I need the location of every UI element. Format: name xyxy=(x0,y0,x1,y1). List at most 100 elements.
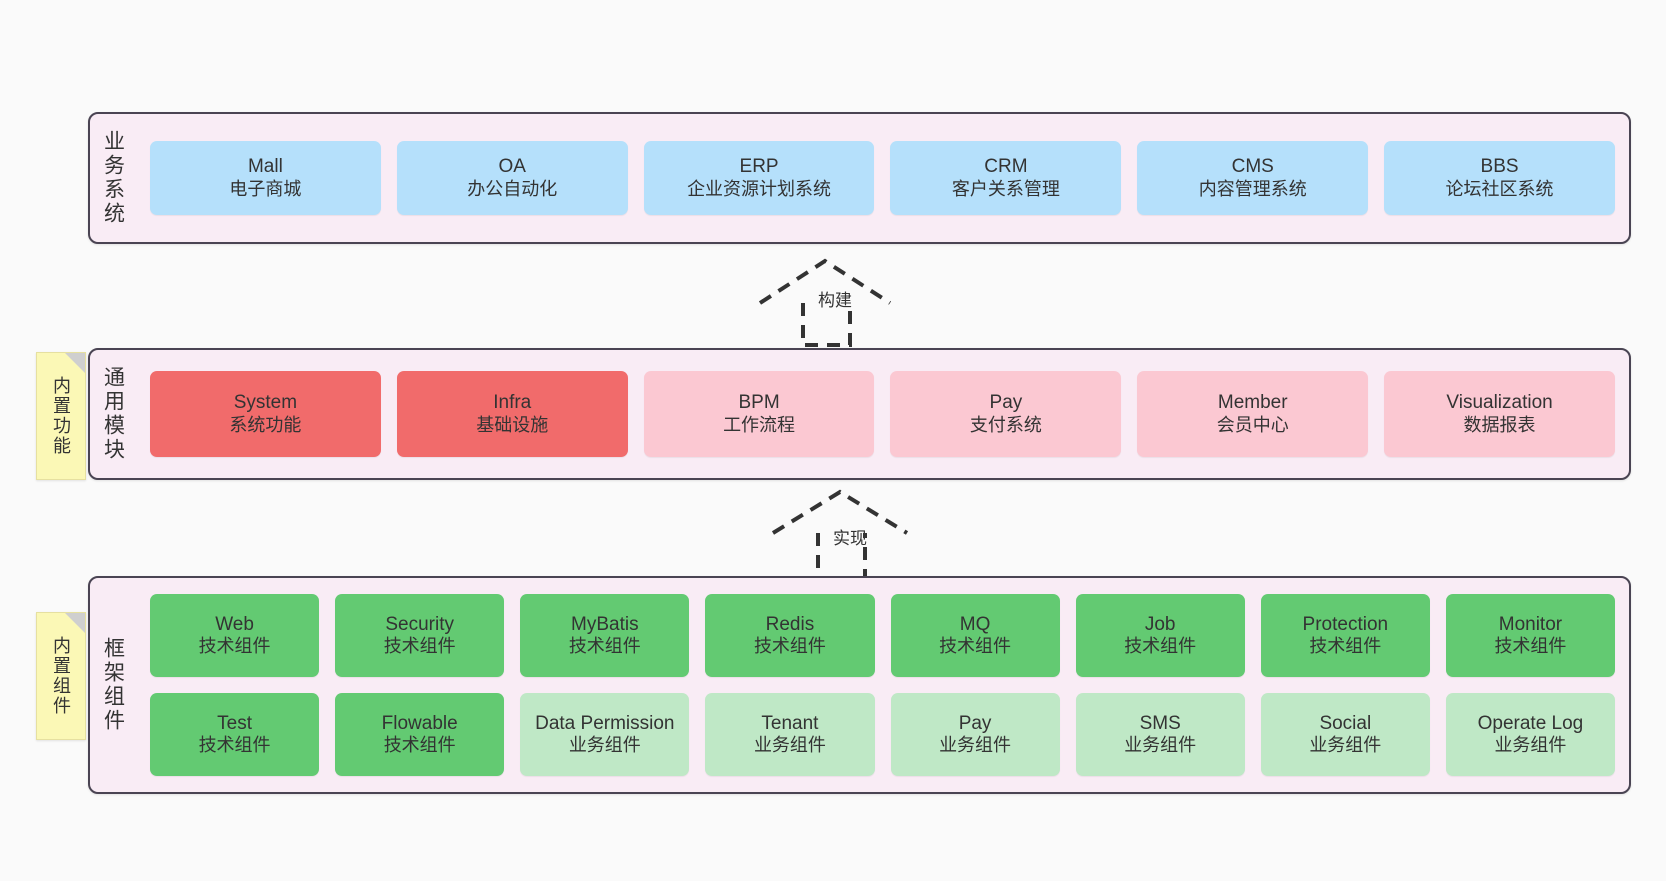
card-security[interactable]: Security 技术组件 xyxy=(335,594,505,677)
card-title: CRM xyxy=(984,156,1028,178)
card-title: MQ xyxy=(959,613,991,635)
card-title: Tenant xyxy=(761,712,819,734)
card-subtitle: 业务组件 xyxy=(1124,735,1197,756)
card-title: OA xyxy=(498,156,526,178)
card-subtitle: 客户关系管理 xyxy=(951,178,1060,199)
card-subtitle: 业务组件 xyxy=(753,735,826,756)
card-subtitle: 业务组件 xyxy=(939,735,1012,756)
card-title: CMS xyxy=(1231,156,1274,178)
card-subtitle: 技术组件 xyxy=(383,735,456,756)
layer-framework-component-body: Web 技术组件 Security 技术组件 MyBatis 技术组件 Redi… xyxy=(136,578,1629,792)
hollow-triangle-arrowhead-icon xyxy=(758,258,892,305)
sticky-note-label: 内置功能 xyxy=(51,376,71,456)
card-subtitle: 企业资源计划系统 xyxy=(687,178,832,199)
layer-business-system-body: Mall 电子商城 OA 办公自动化 ERP 企业资源计划系统 CRM 客户关系… xyxy=(136,114,1629,242)
card-subtitle: 技术组件 xyxy=(568,636,641,657)
card-system[interactable]: System 系统功能 xyxy=(150,371,381,457)
card-title: Pay xyxy=(958,712,992,734)
card-title: Monitor xyxy=(1498,613,1563,635)
card-flowable[interactable]: Flowable 技术组件 xyxy=(335,693,505,776)
card-title: SMS xyxy=(1139,712,1181,734)
card-operate-log[interactable]: Operate Log 业务组件 xyxy=(1445,693,1615,776)
card-row: Mall 电子商城 OA 办公自动化 ERP 企业资源计划系统 CRM 客户关系… xyxy=(150,141,1615,215)
layer-business-system: 业务系统 Mall 电子商城 OA 办公自动化 ERP 企业资源计划系统 CRM… xyxy=(88,112,1631,244)
card-title: Job xyxy=(1144,613,1176,635)
card-title: BBS xyxy=(1480,156,1519,178)
card-title: Test xyxy=(217,712,252,734)
card-subtitle: 技术组件 xyxy=(198,636,271,657)
card-title: MyBatis xyxy=(571,613,639,635)
card-title: Member xyxy=(1217,392,1288,414)
card-row: Web 技术组件 Security 技术组件 MyBatis 技术组件 Redi… xyxy=(150,594,1615,677)
card-mybatis[interactable]: MyBatis 技术组件 xyxy=(520,594,690,677)
folded-corner-icon xyxy=(65,613,85,633)
sticky-note-builtin-function: 内置功能 xyxy=(36,352,86,480)
card-tenant[interactable]: Tenant 业务组件 xyxy=(705,693,875,776)
card-subtitle: 工作流程 xyxy=(723,414,796,435)
card-subtitle: 内容管理系统 xyxy=(1198,178,1307,199)
card-subtitle: 技术组件 xyxy=(1124,636,1197,657)
card-mall[interactable]: Mall 电子商城 xyxy=(150,141,381,215)
layer-framework-component-label: 框架组件 xyxy=(101,637,125,733)
card-title: Mall xyxy=(247,156,283,178)
hollow-triangle-arrowhead-icon xyxy=(771,489,909,535)
sticky-note-builtin-component: 内置组件 xyxy=(36,612,86,740)
card-monitor[interactable]: Monitor 技术组件 xyxy=(1445,594,1615,677)
card-infra[interactable]: Infra 基础设施 xyxy=(396,371,628,457)
card-sms[interactable]: SMS 业务组件 xyxy=(1075,693,1245,776)
card-title: Protection xyxy=(1302,613,1389,635)
card-subtitle: 业务组件 xyxy=(1309,735,1382,756)
card-title: Flowable xyxy=(381,712,458,734)
connector-implement-label: 实现 xyxy=(833,529,867,548)
card-bbs[interactable]: BBS 论坛社区系统 xyxy=(1384,141,1615,215)
card-crm[interactable]: CRM 客户关系管理 xyxy=(890,141,1122,215)
card-subtitle: 数据报表 xyxy=(1463,414,1536,435)
sticky-note-label: 内置组件 xyxy=(51,636,71,716)
card-title: BPM xyxy=(738,392,780,414)
card-title: Visualization xyxy=(1446,392,1553,414)
card-oa[interactable]: OA 办公自动化 xyxy=(396,141,628,215)
card-row: System 系统功能 Infra 基础设施 BPM 工作流程 Pay 支付系统… xyxy=(150,371,1615,457)
layer-framework-component: 框架组件 Web 技术组件 Security 技术组件 MyBatis 技术组件… xyxy=(88,576,1631,794)
card-social[interactable]: Social 业务组件 xyxy=(1260,693,1430,776)
card-pay[interactable]: Pay 支付系统 xyxy=(890,371,1122,457)
card-title: Redis xyxy=(765,613,815,635)
card-subtitle: 技术组件 xyxy=(198,735,271,756)
layer-business-system-label: 业务系统 xyxy=(101,130,125,226)
card-protection[interactable]: Protection 技术组件 xyxy=(1260,594,1430,677)
card-row: Test 技术组件 Flowable 技术组件 Data Permission … xyxy=(150,693,1615,776)
card-subtitle: 技术组件 xyxy=(1309,636,1382,657)
layer-common-module-body: System 系统功能 Infra 基础设施 BPM 工作流程 Pay 支付系统… xyxy=(136,350,1629,478)
card-visualization[interactable]: Visualization 数据报表 xyxy=(1384,371,1615,457)
card-web[interactable]: Web 技术组件 xyxy=(150,594,320,677)
card-title: Data Permission xyxy=(535,712,675,734)
card-title: Security xyxy=(385,613,454,635)
card-subtitle: 业务组件 xyxy=(1494,735,1567,756)
card-title: System xyxy=(233,392,298,414)
card-pay-business[interactable]: Pay 业务组件 xyxy=(890,693,1060,776)
card-cms[interactable]: CMS 内容管理系统 xyxy=(1137,141,1369,215)
card-erp[interactable]: ERP 企业资源计划系统 xyxy=(643,141,875,215)
card-subtitle: 支付系统 xyxy=(969,414,1042,435)
card-subtitle: 技术组件 xyxy=(1494,636,1567,657)
card-subtitle: 技术组件 xyxy=(939,636,1012,657)
card-title: ERP xyxy=(739,156,779,178)
connector-build-label: 构建 xyxy=(818,291,852,310)
card-redis[interactable]: Redis 技术组件 xyxy=(705,594,875,677)
card-member[interactable]: Member 会员中心 xyxy=(1137,371,1369,457)
card-subtitle: 技术组件 xyxy=(383,636,456,657)
card-title: Pay xyxy=(989,392,1023,414)
card-test[interactable]: Test 技术组件 xyxy=(150,693,320,776)
layer-common-module: 通用模块 System 系统功能 Infra 基础设施 BPM 工作流程 Pay… xyxy=(88,348,1631,480)
card-data-permission[interactable]: Data Permission 业务组件 xyxy=(520,693,690,776)
card-title: Infra xyxy=(493,392,532,414)
card-title: Web xyxy=(215,613,254,635)
connector-build: 构建 xyxy=(740,255,940,355)
card-mq[interactable]: MQ 技术组件 xyxy=(890,594,1060,677)
card-job[interactable]: Job 技术组件 xyxy=(1075,594,1245,677)
card-bpm[interactable]: BPM 工作流程 xyxy=(643,371,875,457)
card-subtitle: 电子商城 xyxy=(229,178,302,199)
card-subtitle: 业务组件 xyxy=(568,735,641,756)
card-title: Social xyxy=(1319,712,1372,734)
